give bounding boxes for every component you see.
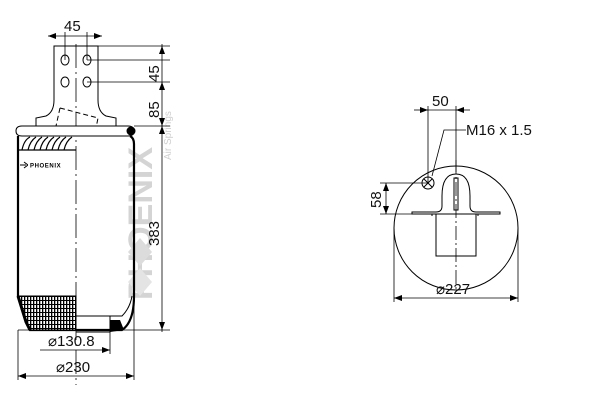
dim-bellows-height: 383 [146, 221, 163, 246]
bracket-hole [60, 76, 70, 88]
dim-bellows-diameter: ⌀230 [56, 359, 90, 376]
phoenix-watermark: PHOENIX Air Springs [122, 111, 174, 300]
dim-thread-spec: M16 x 1.5 [466, 122, 532, 139]
bellows-phoenix-label: PHOENIX [30, 164, 61, 170]
dim-stud-offset: 50 [432, 93, 449, 110]
bellows-label-band [20, 161, 74, 169]
dim-bracket-hole-spacing: 45 [64, 18, 81, 35]
side-view [15, 44, 170, 385]
hidden-bracket-outline [55, 107, 99, 129]
top-ribs [18, 136, 76, 151]
crimp-ring [126, 126, 136, 136]
top-view-dimensions [380, 106, 519, 302]
dim-bracket-height: 45 [146, 65, 163, 82]
top-bead-plate [15, 125, 135, 137]
top-view [393, 160, 519, 291]
dim-plate-diameter: ⌀227 [436, 281, 470, 298]
dim-piston-diameter: ⌀130.8 [48, 333, 95, 350]
side-view-dimensions [17, 32, 170, 380]
dim-stud-height: 58 [368, 191, 385, 208]
watermark-subtitle: Air Springs [163, 111, 174, 160]
dim-bracket-offset: 85 [146, 101, 163, 118]
